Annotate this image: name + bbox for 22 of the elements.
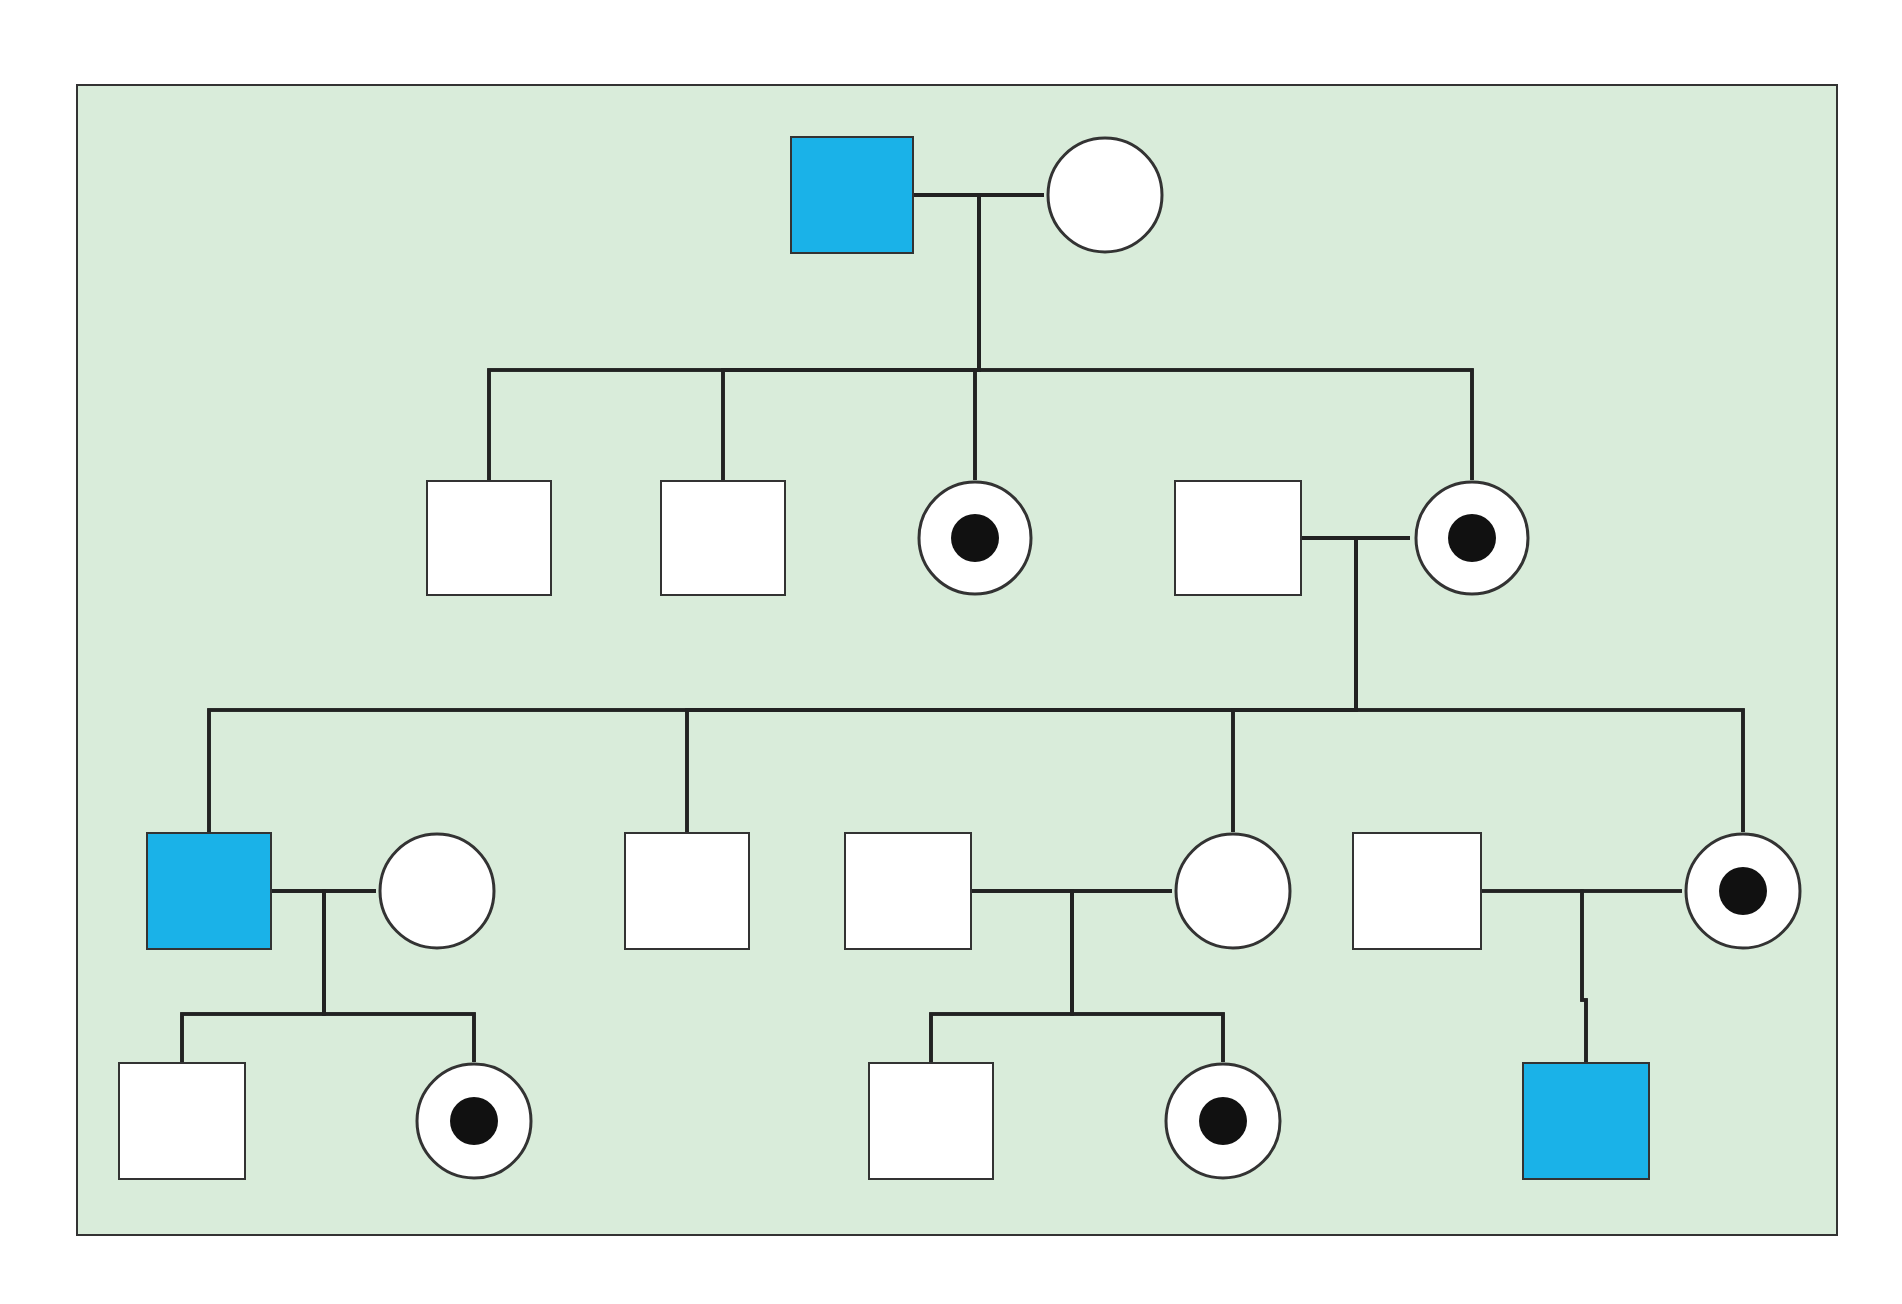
- affected-male-square: [1522, 1062, 1650, 1180]
- carrier-female-circle: [914, 480, 1036, 596]
- male-square: [624, 832, 750, 950]
- carrier-female-circle: [1682, 832, 1804, 950]
- male-square: [660, 480, 786, 596]
- female-circle: [376, 832, 498, 950]
- carrier-female-circle: [412, 1062, 536, 1180]
- female-circle: [1172, 832, 1294, 950]
- male-square: [844, 832, 972, 950]
- female-circle: [1044, 136, 1166, 254]
- male-square: [426, 480, 552, 596]
- male-square: [1352, 832, 1482, 950]
- pedigree-line: [1580, 889, 1682, 1062]
- male-square: [1174, 480, 1302, 596]
- carrier-female-circle: [1410, 480, 1534, 596]
- affected-male-square: [146, 832, 272, 950]
- pedigree-line: [322, 889, 476, 1062]
- pedigree-line: [1070, 889, 1225, 1062]
- affected-male-square: [790, 136, 914, 254]
- male-square: [868, 1062, 994, 1180]
- carrier-female-circle: [1162, 1062, 1284, 1180]
- male-square: [118, 1062, 246, 1180]
